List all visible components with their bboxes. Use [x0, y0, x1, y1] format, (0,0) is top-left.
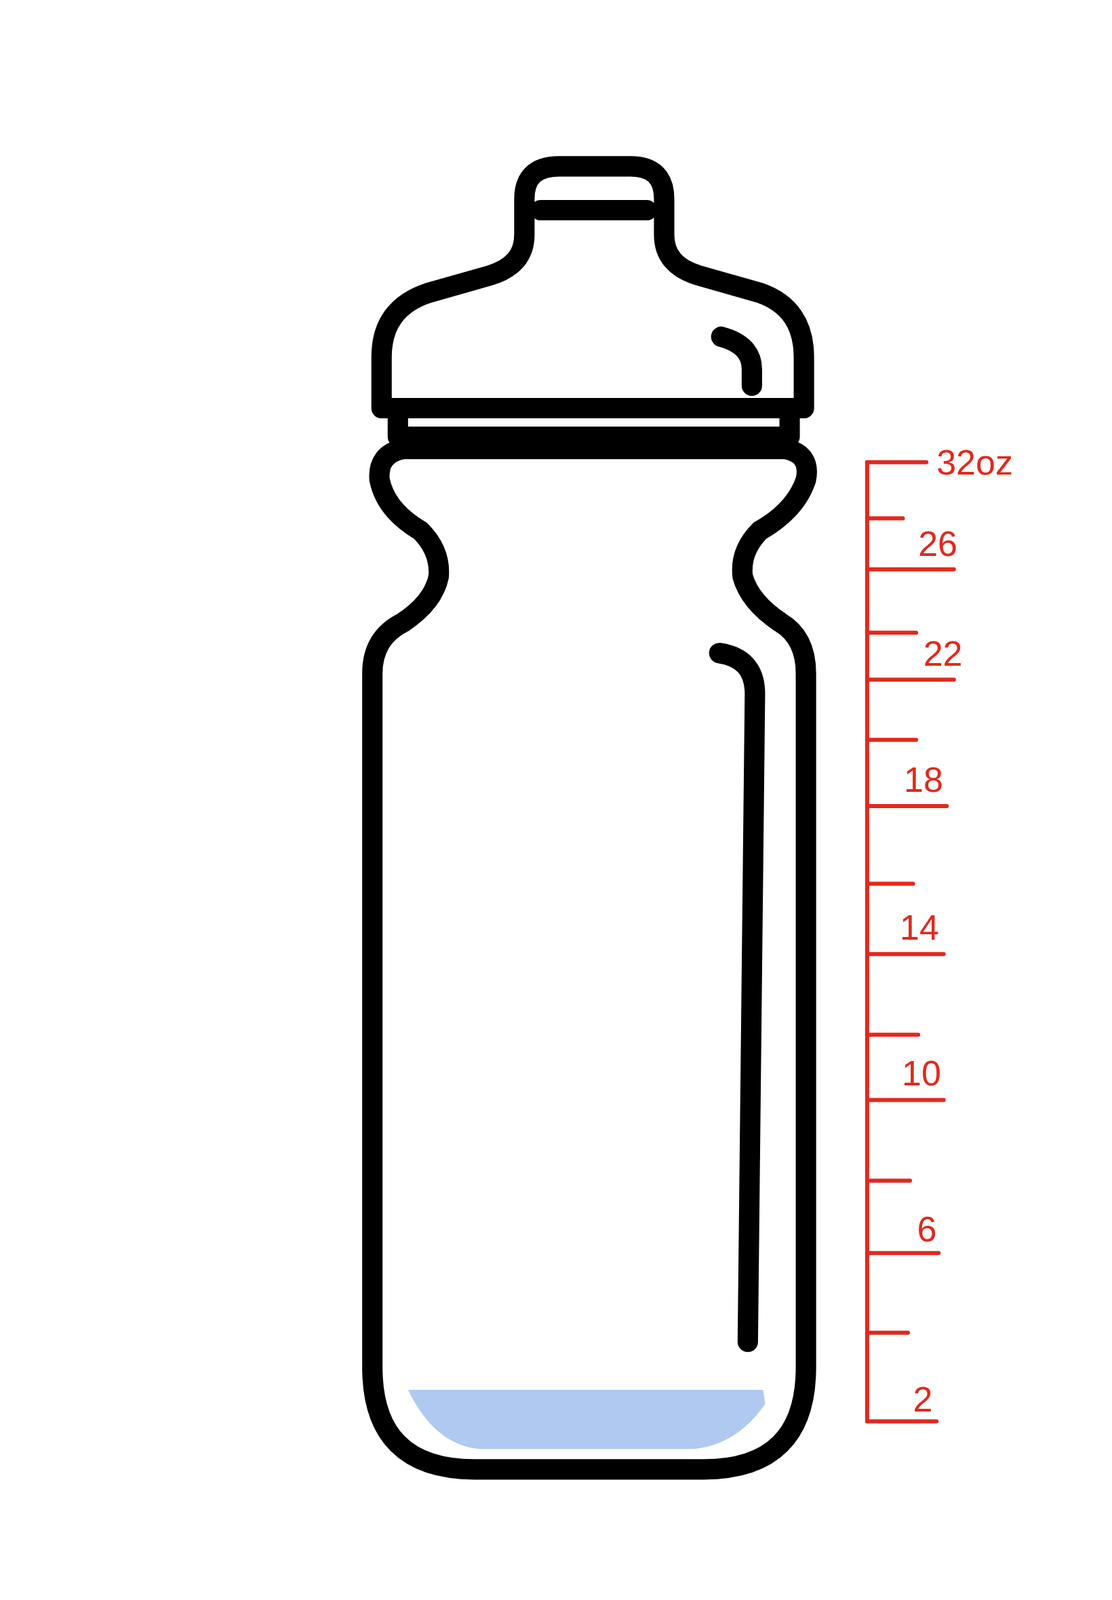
- major-tick: [867, 460, 927, 465]
- scale-label: 14: [899, 909, 940, 946]
- scale-axis: [865, 462, 870, 1422]
- lid-highlight: [721, 336, 752, 386]
- minor-tick: [867, 881, 914, 886]
- scale-label: 26: [918, 526, 958, 562]
- minor-tick: [867, 1178, 910, 1183]
- scale-label: 18: [903, 762, 944, 798]
- scale-label: 10: [901, 1055, 942, 1091]
- major-tick: [867, 1251, 939, 1256]
- scale-label: 22: [923, 636, 963, 672]
- scale-label: 2: [913, 1381, 933, 1418]
- major-tick: [867, 1097, 944, 1102]
- major-tick: [867, 1419, 937, 1424]
- measure-scale: [867, 462, 955, 1422]
- bottle-lid: [381, 166, 805, 409]
- minor-tick: [867, 737, 917, 742]
- scale-label: 32oz: [936, 444, 1014, 481]
- minor-tick: [867, 630, 917, 635]
- scale-label: 6: [917, 1211, 938, 1247]
- major-tick: [867, 677, 955, 682]
- minor-tick: [867, 1331, 908, 1336]
- bottle-body: [372, 448, 807, 1470]
- lid-ring: [398, 408, 790, 437]
- water-fill: [408, 1390, 766, 1449]
- cap-band: [540, 200, 647, 221]
- major-tick: [867, 804, 947, 809]
- body-highlight: [719, 652, 756, 1342]
- minor-tick: [867, 516, 904, 521]
- major-tick: [867, 951, 944, 957]
- minor-tick: [867, 1032, 919, 1037]
- major-tick: [867, 567, 955, 572]
